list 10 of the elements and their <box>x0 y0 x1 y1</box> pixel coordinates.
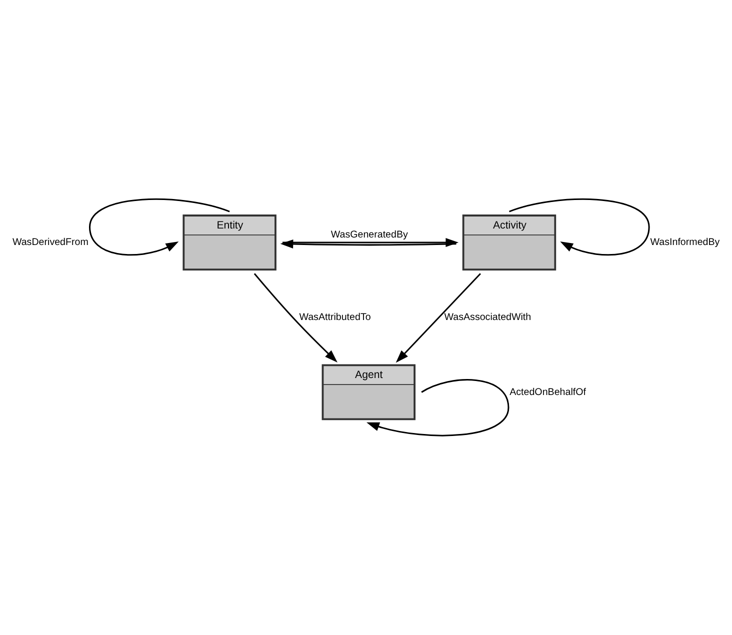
edge-label: WasInformedBy <box>650 237 720 248</box>
arrow <box>254 273 338 362</box>
edge-label: WasAssociatedWith <box>444 312 532 323</box>
edge-label: WasDerivedFrom <box>12 237 88 248</box>
edge-label: WasAttributedTo <box>299 312 371 323</box>
arrow <box>366 379 510 436</box>
arrow <box>396 273 481 363</box>
edge-label: WasGeneratedBy <box>330 230 408 241</box>
arrow <box>280 240 456 249</box>
edge-label: ActedOnBehalfOf <box>510 386 586 398</box>
